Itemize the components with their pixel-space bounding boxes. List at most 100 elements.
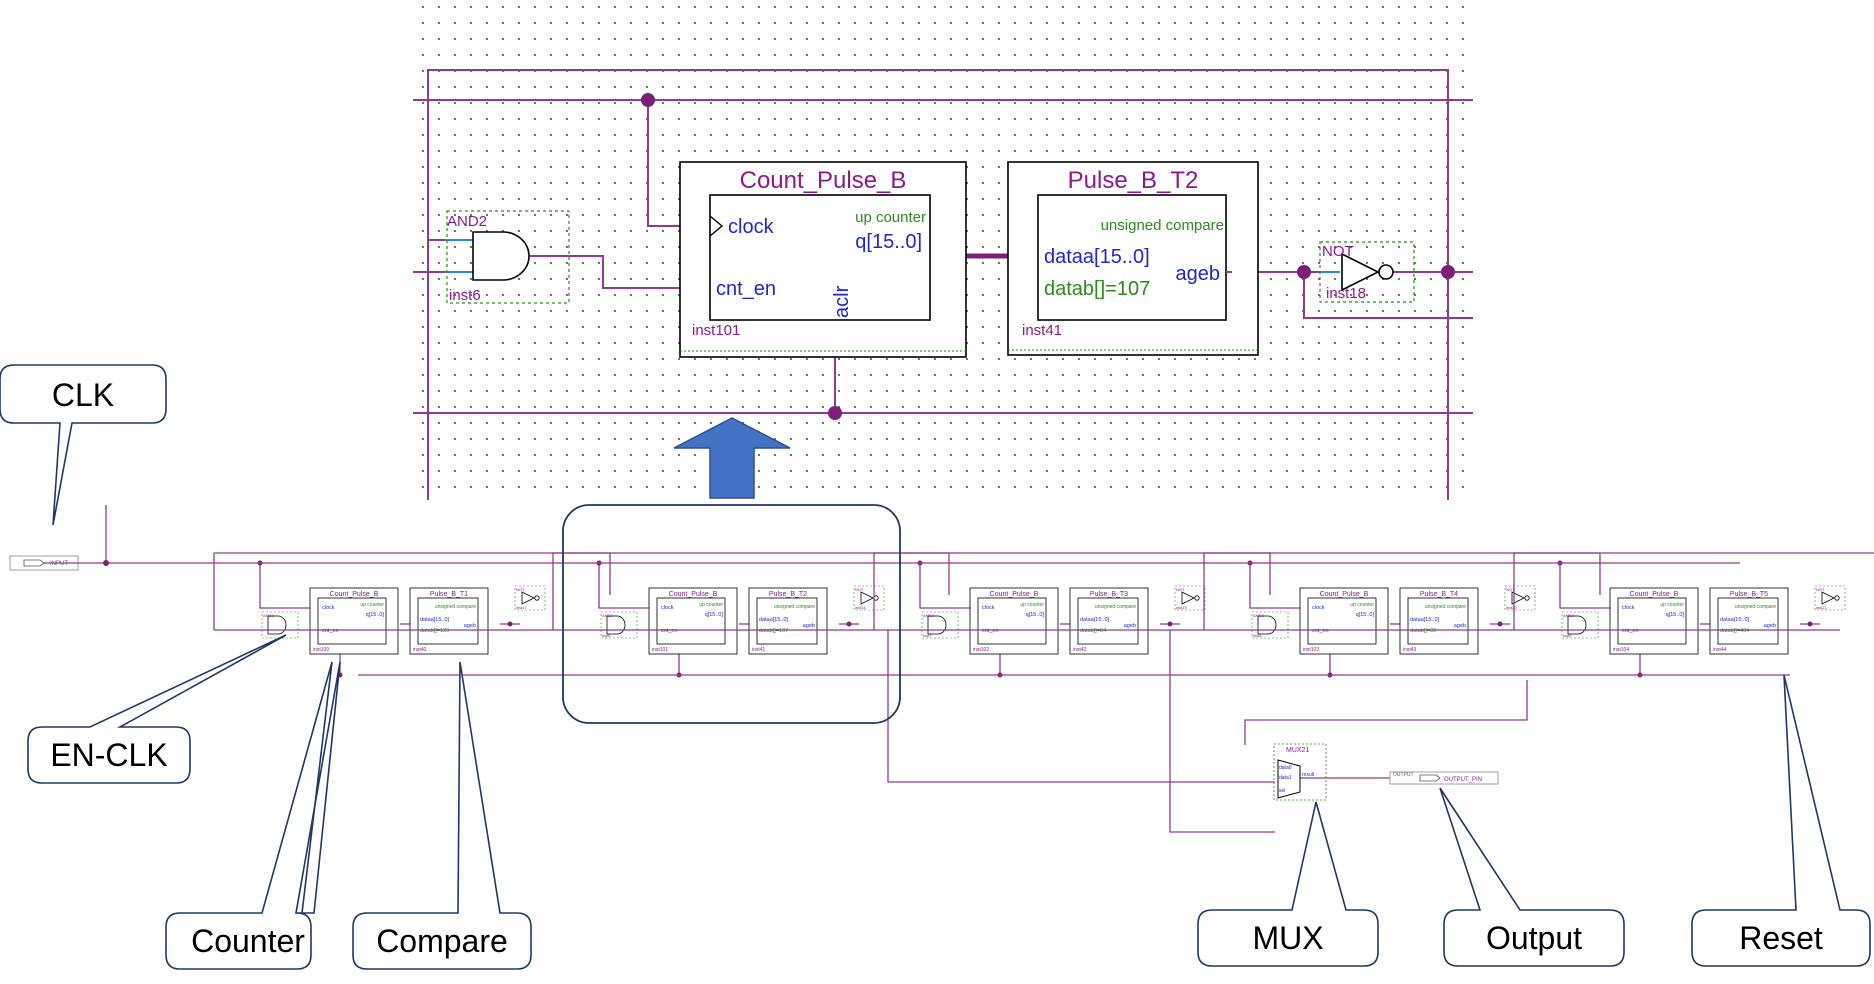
stage-counter-inst: inst104: [1613, 647, 1629, 653]
callout-compare-text: Compare: [376, 923, 508, 959]
stage-compare-title: Pulse_B_T5: [1730, 591, 1768, 598]
stage-not-gate[interactable]: NOT inst17: [514, 585, 546, 611]
stage-compare-ageb: ageb: [1124, 623, 1136, 629]
stage-counter-q: q[15..0]: [1356, 612, 1375, 618]
stage-not-gate[interactable]: NOT inst20: [1504, 585, 1536, 611]
and-gate-inst: inst6: [449, 287, 481, 304]
stage-compare-ageb: ageb: [1764, 623, 1776, 629]
zoom-not-gate[interactable]: NOT inst18: [1319, 241, 1415, 303]
and-gate-type: AND2: [447, 213, 487, 230]
stage-counter-inst: inst100: [313, 647, 329, 653]
stage-and-inst: inst9: [1563, 633, 1572, 638]
stage-counter-title: Count_Pulse_B: [669, 591, 718, 598]
counter-cnt-en-port: cnt_en: [716, 278, 776, 300]
stage-and-gate[interactable]: AND2: [261, 611, 299, 639]
stage-compare-dataa: dataa[15..0]: [1720, 617, 1750, 623]
stage-counter-inst: inst102: [973, 647, 989, 653]
stage-counter-type: up counter: [1020, 602, 1044, 608]
stage-compare-ageb: ageb: [803, 623, 815, 629]
stage-4: Count_Pulse_Bup counterclockq[15..0]cnt_…: [1203, 552, 1601, 678]
stage-1: Count_Pulse_Bup counterclockq[15..0]cnt_…: [213, 552, 611, 678]
stage-not-type: NOT: [516, 587, 525, 592]
stage-compare-datab: datab[]=64: [1080, 628, 1106, 634]
stage-compare-datab: datab[]=129: [420, 628, 449, 634]
clk-input-pin[interactable]: INPUT: [9, 555, 79, 571]
stage-not-inst: inst17: [516, 605, 527, 610]
stage-counter-q: q[15..0]: [1026, 612, 1045, 618]
stage-counter-block[interactable]: Count_Pulse_Bup counterclockq[15..0]cnt_…: [309, 587, 399, 655]
mux-block[interactable]: MUX21 data0 data1 sel result: [1273, 743, 1327, 801]
zoom-counter-block[interactable]: Count_Pulse_B up counter clock q[15..0] …: [679, 161, 967, 358]
mux-result-label: result: [1302, 772, 1315, 778]
compare-dataa-port: dataa[15..0]: [1044, 246, 1150, 268]
zoomed-schematic: AND2 inst6 Count_Pulse_B up counter cloc…: [413, 2, 1473, 502]
stage-counter-block[interactable]: Count_Pulse_Bup counter clock q[15..0] cnt_…: [969, 587, 1059, 655]
stage-and-inst: inst7: [923, 633, 932, 638]
compare-block-type: unsigned compare: [1101, 217, 1224, 234]
stage-counter-cnt-en: cnt_en: [1622, 628, 1639, 634]
compare-block-title: Pulse_B_T2: [1068, 167, 1199, 194]
stage-compare-ageb: ageb: [464, 623, 476, 629]
stage-and-type: AND2: [923, 613, 934, 618]
stage-compare-datab: datab[]=32: [1410, 628, 1436, 634]
output-pin-label: OUTPUT_PIN: [1444, 777, 1482, 783]
stage-counter-q: q[15..0]: [366, 612, 385, 618]
stage-counter-block[interactable]: Count_Pulse_Bup counterclockq[15..0]cnt_…: [648, 587, 738, 655]
stage-counter-cnt-en: cnt_en: [1312, 628, 1329, 634]
callout-mux-text: MUX: [1252, 920, 1323, 956]
stage-compare-datab: datab[]=404: [1720, 628, 1749, 634]
stage-not-inst: inst20: [1506, 605, 1517, 610]
stage-counter-type: up counter: [1660, 602, 1684, 608]
not-gate-inst: inst18: [1326, 285, 1366, 302]
stage-counter-clock: clock: [982, 605, 995, 611]
global-wires: [44, 505, 1840, 833]
counter-clock-port: clock: [728, 216, 775, 238]
stage-compare-inst: inst42: [1073, 647, 1087, 653]
stage-not-type: NOT: [1506, 587, 1515, 592]
stage-counter-clock: clock: [661, 605, 674, 611]
zoom-and-gate[interactable]: AND2 inst6: [446, 210, 570, 304]
stage-compare-dataa: dataa[15..0]: [1410, 617, 1440, 623]
stage-compare-dataa: dataa[15..0]: [759, 617, 789, 623]
stage-counter-type: up counter: [699, 602, 723, 608]
callout-en-clk-text: EN-CLK: [50, 737, 167, 773]
stage-counter-title: Count_Pulse_B: [990, 591, 1039, 598]
stage-and-inst: inst6: [602, 633, 611, 638]
callout-reset: Reset: [1691, 674, 1871, 967]
stage-compare-dataa: dataa[15..0]: [420, 617, 450, 623]
callouts: CLK EN-CLK Counter Compare MUX Output: [0, 364, 1871, 970]
zoom-compare-block[interactable]: Pulse_B_T2 unsigned compare dataa[15..0]…: [1007, 161, 1259, 356]
stage-and-type: AND2: [602, 613, 613, 618]
stage-not-inst: inst19: [1176, 605, 1187, 610]
output-pin[interactable]: OUTPUT OUTPUT_PIN: [1389, 771, 1499, 785]
stage-and-gate[interactable]: AND2 inst7: [921, 611, 959, 639]
zoom-arrow-icon: [673, 417, 791, 499]
full-schematic: Count_Pulse_Bup counter clock q[15..0] cnt_…: [9, 504, 1874, 833]
stage-compare-title: Pulse_B_T2: [769, 591, 807, 598]
stage-compare-datab: datab[]=107: [759, 628, 788, 634]
compare-block-inst: inst41: [1022, 322, 1062, 339]
compare-ageb-port: ageb: [1176, 263, 1221, 285]
stage-5: Count_Pulse_Bup counterclockq[15..0]cnt_…: [1513, 552, 1874, 678]
zoom-junctions: [641, 93, 1455, 420]
stage-compare-ageb: ageb: [1454, 623, 1466, 629]
stage-compare-dataa: dataa[15..0]: [1080, 617, 1110, 623]
stage-counter-cnt-en: cnt_en: [982, 628, 999, 634]
stage-counter-block[interactable]: Count_Pulse_Bup counterclockq[15..0]cnt_…: [1609, 587, 1699, 655]
stage-counter-title: Count_Pulse_B: [1630, 591, 1679, 598]
stage-not-inst: inst21: [1816, 605, 1827, 610]
stage-and-gate[interactable]: AND2 inst6: [600, 611, 638, 639]
stage-compare-inst: inst40: [413, 647, 427, 653]
stage-counter-block[interactable]: Count_Pulse_Bup counterclockq[15..0]cnt_…: [1299, 587, 1389, 655]
